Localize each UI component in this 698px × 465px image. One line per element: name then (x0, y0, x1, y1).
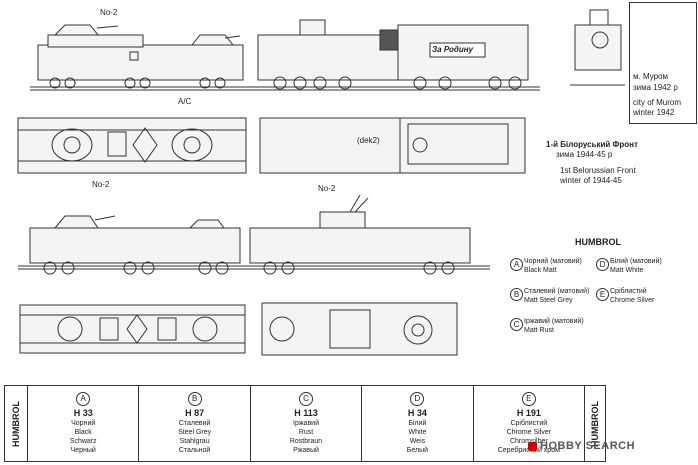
callout-no2-mid2: No-2 (318, 184, 336, 193)
inset-line2: зима 1942 р (633, 83, 678, 92)
inset-murom (629, 2, 697, 124)
top-view-bottom (19, 302, 458, 356)
paint-col-c-letter: C (299, 392, 314, 406)
paint-col-e-letter: E (521, 392, 536, 406)
legend-ua-b: Сталевий (матовий) (524, 288, 590, 295)
paint-col-b-code: H 87 (185, 408, 205, 418)
inset-line4: winter 1942 (633, 108, 675, 117)
paint-col-c-code: H 113 (294, 408, 318, 418)
front-caption-line3: 1st Belorussian Front (560, 166, 636, 175)
legend-ua-e: Сріблистий (610, 288, 647, 295)
callout-za-rodinu: За Родину (432, 45, 474, 54)
paint-col-d-letter: D (410, 392, 425, 406)
legend-en-b: Matt Steel Grey (524, 297, 573, 304)
paint-col-d-name: Белый (406, 447, 429, 454)
paint-col-e-code: H 191 (516, 408, 541, 418)
paint-col-b-name: Stahlgrau (179, 438, 210, 445)
front-caption-line2: зима 1944-45 р (556, 150, 613, 159)
paint-col-a-letter: A (76, 392, 91, 406)
paint-col-b-name: Steel Grey (178, 429, 212, 436)
legend-letter-e: E (596, 288, 609, 301)
paint-col-e-name: Chrome Silver (506, 429, 551, 436)
paint-col-a-name: Black (74, 429, 92, 436)
paint-col-a-name: Чорний (71, 420, 96, 427)
legend-letter-c: C (510, 318, 523, 331)
paint-col-c-name: Rostbraun (289, 438, 323, 445)
paint-col-d-name: Weis (409, 438, 426, 445)
humbrol-title: HUMBROL (575, 237, 621, 247)
paint-col-b-letter: B (187, 392, 202, 406)
paint-col-d-name: Білий (408, 420, 427, 427)
legend-en-c: Matt Rust (524, 327, 554, 334)
legend-en-d: Matt White (610, 267, 644, 274)
side-view-top (30, 19, 540, 91)
paint-col-d-name: White (408, 429, 427, 436)
paint-col-e-name: Сріблистий (510, 420, 548, 427)
paint-col-c-name: Іржавий (293, 420, 319, 427)
paint-col-d: D H 34 Білий White Weis Белый (362, 386, 474, 461)
paint-col-a: A H 33 Чорний Black Schwarz Черный (28, 386, 140, 461)
paint-col-c-name: Rust (298, 429, 314, 436)
paint-col-b-name: Сталевий (178, 420, 211, 427)
front-view-inset (570, 9, 625, 86)
side-view-bottom (18, 194, 490, 275)
callout-ac: A/C (178, 97, 192, 106)
paint-col-c: C H 113 Іржавий Rust Rostbraun Ржавый (251, 386, 363, 461)
callout-no2-top: No-2 (100, 8, 118, 17)
front-caption-line1: 1-й Білоруський Фронт (546, 140, 638, 149)
legend-ua-a: Чорний (матовий) (524, 258, 582, 265)
table-brand-right: HUMBROL (584, 386, 605, 461)
callout-dek2: (dek2) (357, 136, 380, 145)
legend-letter-b: B (510, 288, 523, 301)
legend-letter-a: A (510, 258, 523, 271)
legend-en-e: Chrome Silver (610, 297, 655, 304)
paint-col-c-name: Ржавый (293, 447, 319, 454)
callout-no2-mid: No-2 (92, 180, 110, 189)
top-view-top (17, 117, 526, 174)
paint-col-a-code: H 33 (73, 408, 93, 418)
watermark-text: HOBBY SEARCH (540, 440, 636, 452)
paint-col-b-name: Стальной (178, 447, 211, 454)
front-caption-line4: winter of 1944-45 (560, 176, 622, 185)
legend-ua-d: Білий (матовий) (610, 258, 662, 265)
watermark-logo: HOBBY SEARCH (528, 440, 635, 452)
paint-col-b: B H 87 Сталевий Steel Grey Stahlgrau Ста… (139, 386, 251, 461)
paint-col-d-code: H 34 (407, 408, 427, 418)
paint-table: HUMBROL A H 33 Чорний Black Schwarz Черн… (4, 385, 606, 462)
legend-letter-d: D (596, 258, 609, 271)
legend-en-a: Black Matt (524, 267, 557, 274)
hobbysearch-icon (528, 441, 537, 451)
table-brand-left: HUMBROL (5, 386, 28, 461)
legend-ua-c: Іржавий (матовий) (524, 318, 584, 325)
inset-line1: м. Муром (633, 72, 669, 81)
paint-col-a-name: Schwarz (69, 438, 97, 445)
paint-col-a-name: Черный (70, 447, 96, 454)
inset-line3: city of Murom (633, 98, 682, 107)
paint-col-e-name: Chromsilber (474, 437, 584, 446)
